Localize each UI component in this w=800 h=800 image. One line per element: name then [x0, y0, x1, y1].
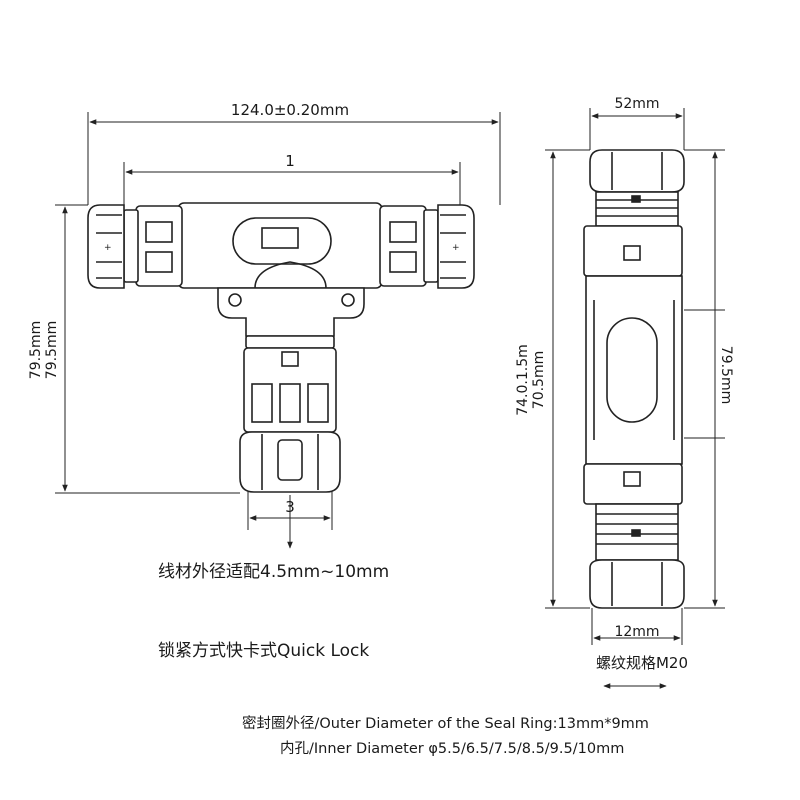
t-junction	[217, 287, 365, 337]
front-dimensions	[55, 112, 501, 549]
side-view	[583, 149, 685, 609]
overall-width-label: 124.0±0.20mm	[231, 101, 349, 119]
side-dimensions	[545, 108, 725, 689]
right-gland-nut	[437, 204, 475, 289]
side-height-label-2: 70.5mm	[531, 351, 547, 409]
port3-label: 3	[285, 498, 295, 516]
side-center-height-label: 79.5mm	[718, 346, 734, 404]
mount-hole-left	[228, 293, 242, 307]
side-bottom-nut	[589, 559, 685, 609]
side-top-nut	[589, 149, 685, 193]
left-lock-sleeve	[135, 205, 183, 287]
svg-text:+: +	[104, 243, 112, 253]
front-view: + +	[87, 202, 475, 493]
svg-text:+: +	[452, 243, 460, 253]
bottom-ring	[245, 335, 335, 349]
right-lock-clip	[389, 221, 417, 243]
thread-spec-label: 螺纹规格M20	[596, 654, 688, 672]
right-ring	[423, 209, 439, 283]
port1-label: 1	[285, 152, 295, 170]
mount-hole-right	[341, 293, 355, 307]
left-gland-nut	[87, 204, 125, 289]
nut-width-label: 12mm	[614, 624, 659, 640]
front-dimension-labels: 124.0±0.20mm 1 3 79.5mm 79.5mm	[28, 101, 349, 516]
inner-diameter-note: 内孔/Inner Diameter φ5.5/6.5/7.5/8.5/9.5/1…	[280, 741, 625, 757]
right-lock-sleeve	[379, 205, 427, 287]
height-left-label-1: 79.5mm	[28, 321, 44, 379]
cable-range-note: 线材外径适配4.5mm~10mm	[158, 562, 390, 582]
left-lock-clip	[145, 221, 173, 243]
height-left-label-2: 79.5mm	[44, 321, 60, 379]
left-ring	[123, 209, 139, 283]
side-width-label: 52mm	[614, 96, 659, 112]
side-dimension-labels: 52mm 74.0.1.5m 70.5mm 79.5mm 12mm 螺纹规格M2…	[515, 96, 734, 672]
bottom-lock-clip	[251, 383, 273, 423]
quick-lock-note: 锁紧方式快卡式Quick Lock	[158, 641, 370, 661]
side-window	[606, 317, 658, 423]
body-window-label	[261, 227, 299, 249]
side-height-label-1: 74.0.1.5m	[515, 344, 531, 416]
seal-ring-note: 密封圈外径/Outer Diameter of the Seal Ring:13…	[242, 716, 649, 732]
